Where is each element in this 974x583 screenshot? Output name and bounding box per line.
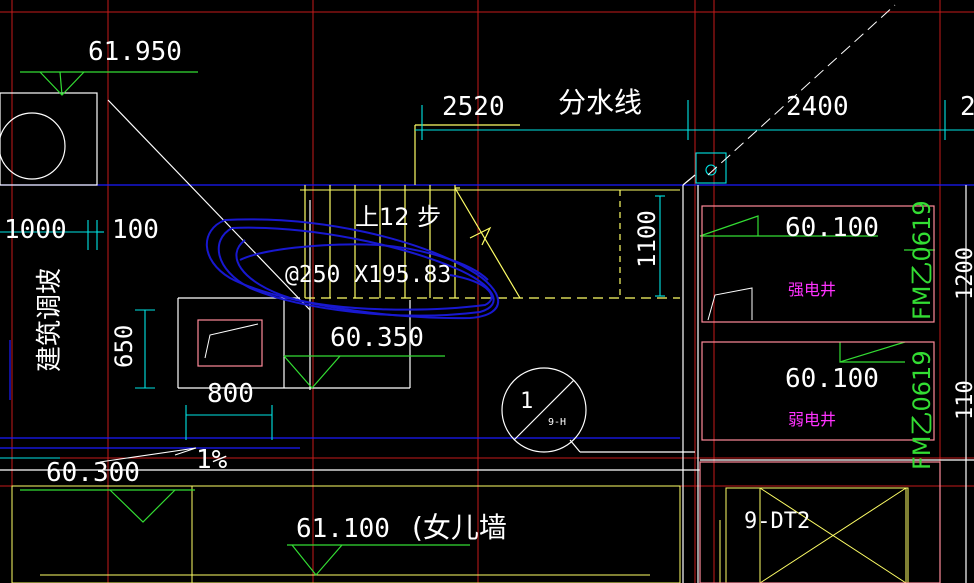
elevation-stair-landing: 60.350 (330, 323, 424, 353)
dimension-800: 800 (207, 379, 254, 409)
elevator-tag-label: 9-DT2 (744, 509, 810, 534)
stair-up-label: 上12 步 (355, 203, 441, 231)
right-cut-text-1: 1200 (953, 247, 974, 300)
elevation-shaft-strong: 60.100 (785, 213, 879, 243)
water-divide-label: 分水线 (558, 86, 642, 119)
dimension-1000: 1000 (4, 215, 67, 245)
green-marks (20, 71, 935, 576)
white-diagonal-line (707, 4, 896, 176)
white-walls (0, 92, 974, 583)
cyan-dimensions (0, 100, 974, 459)
elevation-top-left: 61.950 (88, 37, 182, 67)
pink-room-outlines (197, 205, 941, 583)
yellow-details (11, 485, 909, 583)
dimension-2400: 2400 (786, 92, 849, 122)
strong-shaft-mark (707, 287, 753, 321)
pink-mark (204, 323, 259, 359)
dimension-2520: 2520 (442, 92, 505, 122)
elevation-left-floor: 60.300 (46, 458, 140, 488)
section-mark (501, 367, 587, 453)
slope-arrow (99, 447, 197, 463)
hand-markup-ellipse (205, 218, 500, 320)
dimension-2-cut: 2 (960, 92, 974, 122)
fire-door-bottom-label: FM乙0619 (908, 350, 936, 470)
weak-shaft-label: 弱电井 (788, 410, 836, 429)
elevation-parapet: 61.100 (296, 514, 390, 544)
section-mark-number: 1 (520, 389, 533, 414)
parapet-wall-label: (女儿墙 (412, 511, 507, 544)
dimension-650: 650 (110, 325, 138, 368)
stair-step-label: @250 X195.83 (285, 262, 451, 288)
dimension-1100: 1100 (633, 210, 661, 268)
strong-shaft-label: 强电井 (788, 280, 836, 299)
dimension-100: 100 (112, 215, 159, 245)
blue-axis-lines (0, 184, 974, 449)
slope-label: 1% (196, 445, 228, 475)
building-slope-label: 建筑调坡 (35, 268, 65, 372)
fire-door-top-label: FM乙0619 (908, 200, 936, 320)
section-mark-sheet: 9-H (548, 417, 566, 428)
elevation-shaft-weak: 60.100 (785, 364, 879, 394)
right-cut-text-2: 110 (953, 380, 974, 420)
